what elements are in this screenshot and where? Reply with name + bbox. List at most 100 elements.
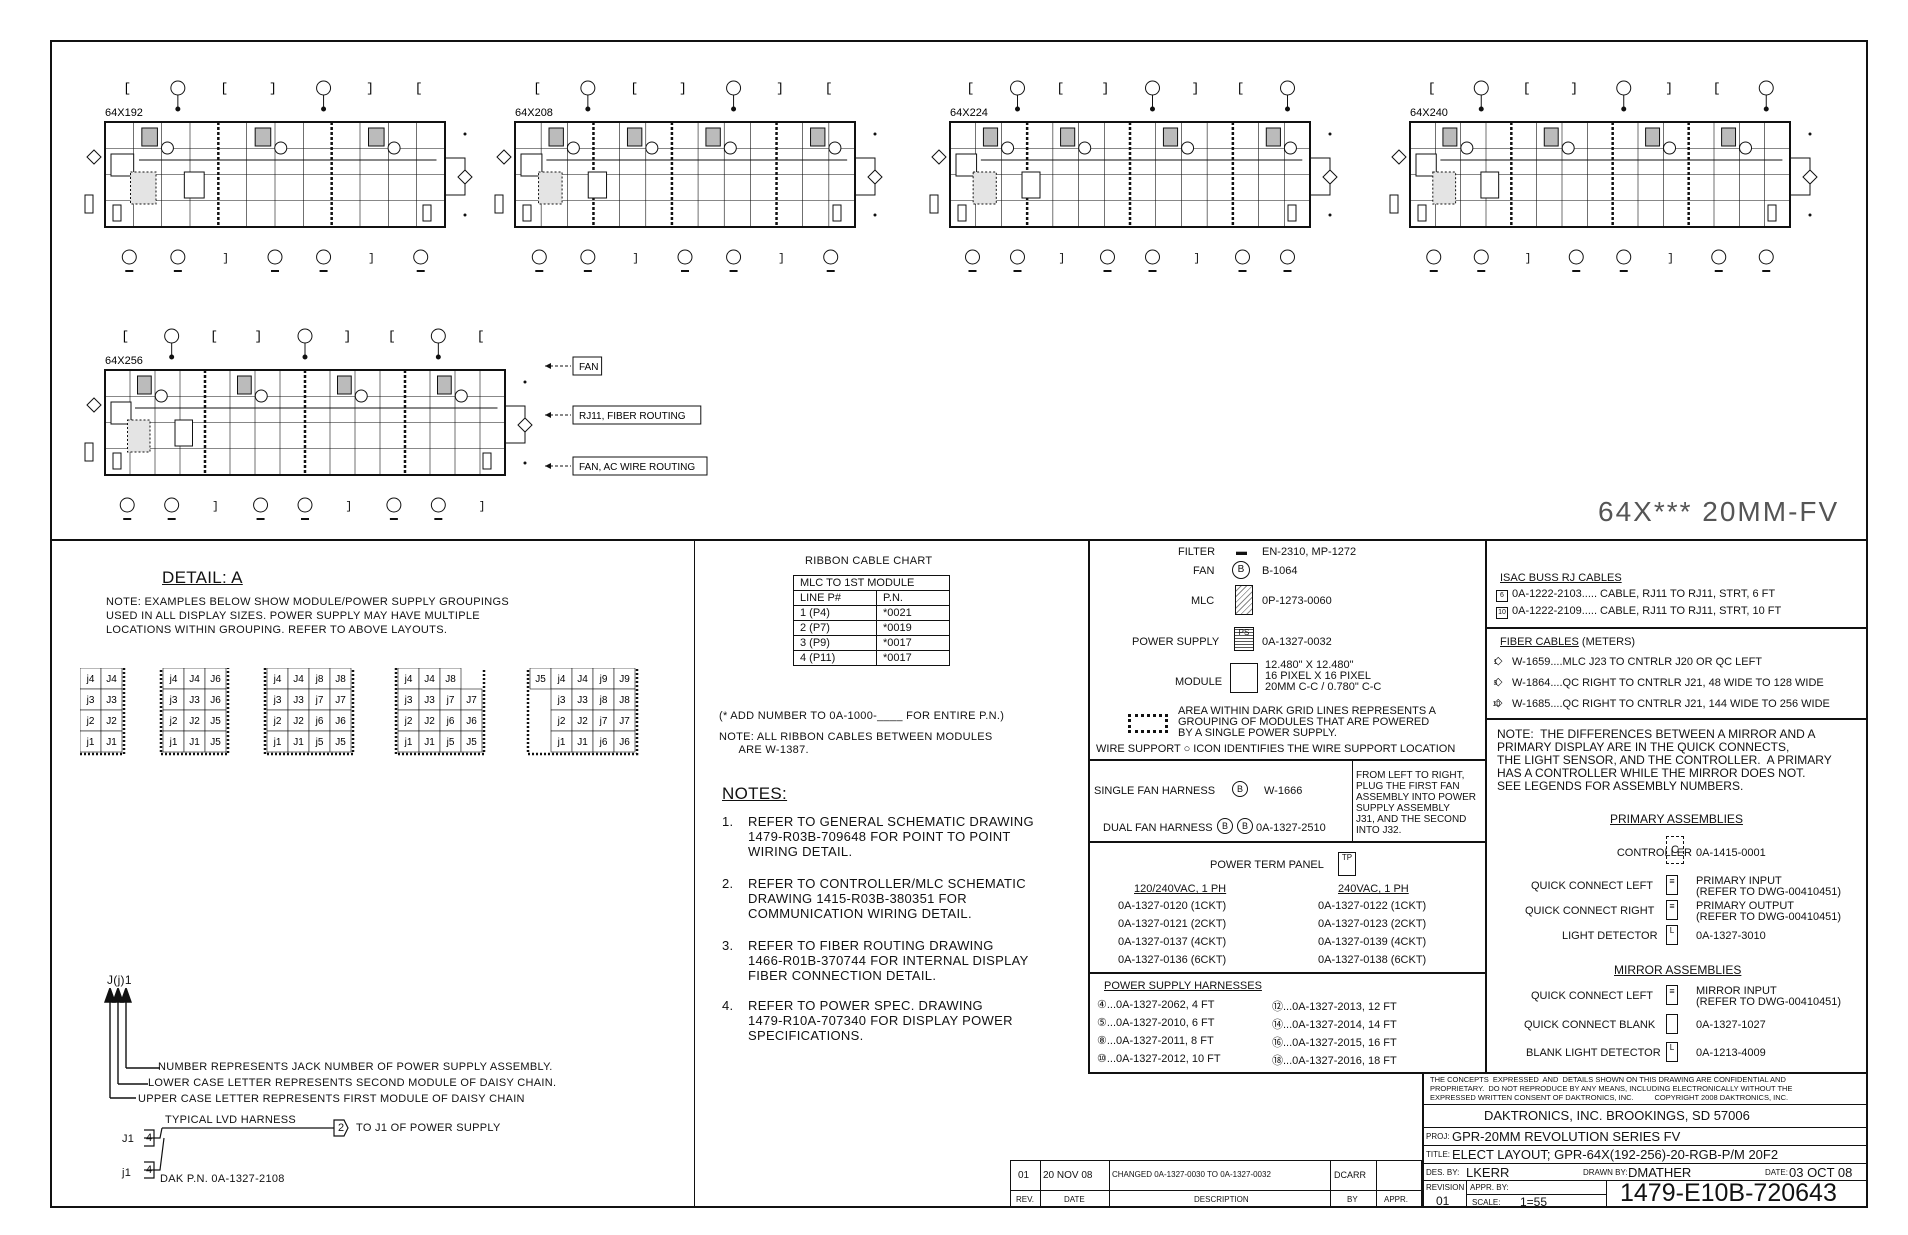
- wire-support-dot: [1808, 132, 1812, 136]
- fan-lead-dot: [1763, 106, 1769, 112]
- callout-label: FAN, AC WIRE ROUTING: [579, 462, 695, 473]
- fan-icon: [1473, 80, 1489, 96]
- harness-callout-icon: [387, 141, 401, 155]
- module-value: 12.480" X 12.480" 16 PIXEL X 16 PIXEL 20…: [1265, 659, 1382, 693]
- rev-col-1: [1040, 1160, 1041, 1208]
- bracket-icon: ]: [1667, 253, 1674, 265]
- mlc-icon: [110, 401, 132, 425]
- layout-label: 64X224: [950, 107, 988, 119]
- ribbon-head-line: LINE P#: [793, 590, 877, 606]
- module-jack-label: j6: [315, 716, 324, 727]
- side-panel-icon: [494, 194, 504, 214]
- power-term-icon: TP: [1338, 852, 1356, 876]
- mlc-icon: [110, 153, 135, 177]
- callout-label: RJ11, FIBER ROUTING: [579, 411, 686, 422]
- dual-fan-value: 0A-1327-2510: [1256, 822, 1326, 834]
- single-fan-label: SINGLE FAN HARNESS: [1094, 785, 1216, 797]
- bracket-icon: ]: [269, 81, 277, 96]
- primary-value: 0A-1415-0001: [1696, 847, 1766, 859]
- bracket-icon: [: [121, 329, 129, 344]
- revision-label: REVISION: [1426, 1183, 1465, 1192]
- ps-icon-letter: PS: [1238, 628, 1250, 637]
- fan-icon: [1426, 249, 1442, 265]
- note-1-text: REFER TO GENERAL SCHEMATIC DRAWING 1479-…: [748, 814, 1034, 859]
- controller-icon: [972, 171, 997, 205]
- area-icon: [1128, 714, 1168, 733]
- light-detector-icon: [1417, 204, 1427, 222]
- blank-light-icon-letter: L: [1669, 1043, 1675, 1052]
- mirror-qc-left-icon: ≡: [1666, 985, 1678, 1005]
- col2-head: 240VAC, 1 PH: [1338, 883, 1409, 895]
- rev-head-rev: REV.: [1016, 1195, 1034, 1204]
- fan-icon: [726, 249, 742, 265]
- date-label: DATE:: [1765, 1168, 1788, 1177]
- controller-icon: C: [1666, 836, 1684, 864]
- fiber-callout-icon: [496, 149, 512, 165]
- qc-right-icon: ≡: [1666, 900, 1678, 920]
- harness-callout-icon: [154, 389, 168, 403]
- psh-left: ⑤...0A-1327-2010, 6 FT: [1097, 1017, 1215, 1029]
- filter-label: FILTER: [1178, 546, 1216, 558]
- note-1-num: 1.: [722, 814, 734, 829]
- fiber-sym-1: ◇1: [1493, 655, 1503, 667]
- harness-callout-icon: [354, 389, 368, 403]
- right-divider-2: [1487, 718, 1868, 720]
- bracket-icon: [: [630, 81, 638, 96]
- grouping-outline: [159, 668, 230, 756]
- harness-to: TO J1 OF POWER SUPPLY: [356, 1122, 501, 1134]
- isac-row-2: 0A-1222-2109..... CABLE, RJ11 TO RJ11, S…: [1512, 605, 1782, 617]
- quick-connect-icon: [1767, 204, 1777, 222]
- fan-icon: [170, 249, 186, 265]
- col1-row: 0A-1327-0121 (2CKT): [1118, 918, 1227, 930]
- power-supply-icon: [237, 375, 252, 395]
- fan-icon: [1145, 249, 1160, 265]
- drawing-sheet: [50, 40, 1868, 1208]
- fan-value: B-1064: [1262, 565, 1298, 577]
- module-jack-label: J1: [424, 737, 435, 748]
- fiber-callout-icon: [1391, 149, 1407, 165]
- rev-head-by: BY: [1347, 1195, 1358, 1204]
- ribbon-add-note: (* ADD NUMBER TO 0A-1000-____ FOR ENTIRE…: [719, 710, 1005, 722]
- module-jack-label: j3: [169, 695, 178, 706]
- harness-callout-icon: [1561, 141, 1575, 155]
- single-fan-icon-letter: B: [1236, 784, 1243, 794]
- col1-row: 0A-1327-0136 (6CKT): [1118, 954, 1227, 966]
- fan-icon: [386, 497, 402, 513]
- callout-label: FAN: [579, 362, 598, 373]
- drawing-number: 1479-E10B-720643: [1620, 1179, 1837, 1207]
- right-divider-1: [1487, 627, 1868, 629]
- fan-icon: [267, 249, 283, 265]
- filter-icon: ▬: [1236, 546, 1247, 558]
- note-3-num: 3.: [722, 938, 734, 953]
- module-jack-label: J3: [577, 695, 588, 706]
- module-jack-label: j2: [169, 716, 178, 727]
- light-detector-icon: [112, 204, 122, 222]
- mirror-title: MIRROR ASSEMBLIES: [1614, 963, 1742, 977]
- layout-title: 64X*** 20MM-FV: [1598, 496, 1840, 527]
- harness-callout-icon: [160, 141, 174, 155]
- fan-icon: [1100, 249, 1115, 265]
- display-layouts: 64X192[][][][]]64X208[][][][]]64X224[][]…: [84, 80, 1818, 520]
- mlc-icon: [955, 153, 978, 177]
- module-jack-label: j4: [273, 674, 282, 685]
- bracket-icon: ]: [1570, 81, 1578, 96]
- ribbon-cell: *0017: [876, 650, 950, 666]
- mirror-label: QUICK CONNECT LEFT: [1531, 990, 1654, 1002]
- rev-date: 20 NOV 08: [1043, 1170, 1093, 1181]
- isac-title: ISAC BUSS RJ CABLES: [1500, 572, 1622, 584]
- module-jack-label: J7: [335, 695, 346, 706]
- harness-callout-icon: [274, 141, 288, 155]
- fan-icon: [297, 328, 313, 344]
- fan-lead-dot: [731, 106, 737, 112]
- harness-2: 2: [338, 1122, 345, 1134]
- rev-head-desc: DESCRIPTION: [1194, 1195, 1249, 1204]
- mirror-label: BLANK LIGHT DETECTOR: [1526, 1047, 1661, 1059]
- col1-row: 0A-1327-0120 (1CKT): [1118, 900, 1227, 912]
- module-jack-label: j7: [599, 716, 608, 727]
- blank-light-icon: L: [1666, 1042, 1678, 1062]
- mirror-note: NOTE: THE DIFFERENCES BETWEEN A MIRROR A…: [1497, 727, 1832, 793]
- bracket-icon: [: [220, 81, 228, 96]
- fiber-row-2: W-1864....QC RIGHT TO CNTRLR J21, 48 WID…: [1512, 677, 1824, 689]
- des: LKERR: [1466, 1165, 1510, 1180]
- proj: GPR-20MM REVOLUTION SERIES FV: [1452, 1129, 1681, 1144]
